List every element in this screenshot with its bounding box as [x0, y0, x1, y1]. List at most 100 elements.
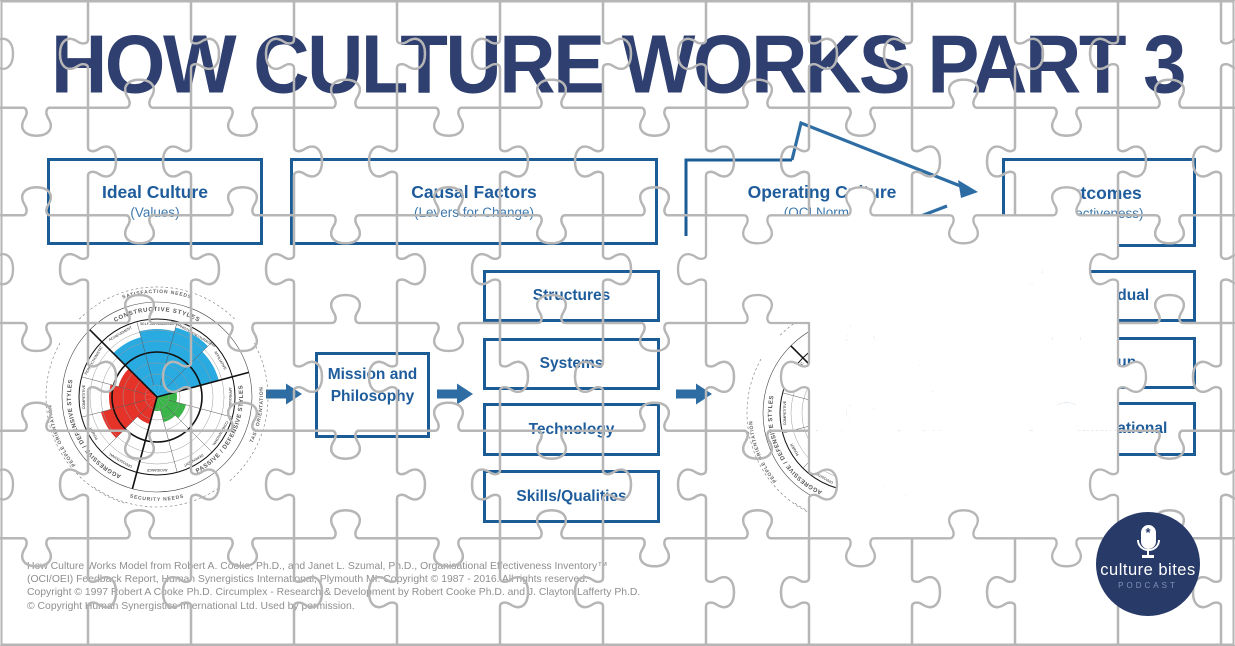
- operating-culture-subtitle: (OCI Norms): [783, 204, 861, 220]
- arrow-mission-to-levers: [437, 383, 473, 405]
- svg-text:SECURITY NEEDS: SECURITY NEEDS: [830, 509, 886, 519]
- missing-puzzle-piece: [884, 430, 1043, 539]
- puzzle-piece-outline: [779, 537, 942, 646]
- svg-text:COMPETITIVE: COMPETITIVE: [82, 384, 86, 409]
- svg-text:APPROVAL: APPROVAL: [929, 403, 933, 422]
- structures-label: Structures: [532, 287, 611, 305]
- copyright-line-2: (OCI/OEI) Feedback Report, Human Synergi…: [27, 574, 588, 586]
- outcomes-title: Outcomes: [1056, 182, 1142, 203]
- microphone-icon: *: [1140, 525, 1156, 549]
- svg-text:SATISFACTION NEEDS: SATISFACTION NEEDS: [122, 289, 193, 301]
- puzzle-piece-outline: [1219, 429, 1235, 540]
- svg-text:CONVENTIONAL: CONVENTIONAL: [912, 436, 930, 463]
- arrow-levers-to-operating: [676, 383, 712, 405]
- svg-text:SELF-ACTUALIZING: SELF-ACTUALIZING: [140, 322, 174, 326]
- copyright-text: How Culture Works Model from Robert A. C…: [27, 560, 640, 613]
- svg-text:HUMANISTIC-ENCOURAGING: HUMANISTIC-ENCOURAGING: [872, 335, 918, 364]
- svg-text:TASK ORIENTATION: TASK ORIENTATION: [249, 386, 265, 444]
- svg-text:PASSIVE / DEFENSIVE STYLES: PASSIVE / DEFENSIVE STYLES: [195, 384, 245, 474]
- page-title: HOW CULTURE WORKS PART 3: [50, 17, 1187, 111]
- svg-text:APPROVAL: APPROVAL: [228, 387, 232, 406]
- ideal-culture-circumplex: HUMANISTIC-ENCOURAGING AFFILIATIVE APPROVA…: [45, 286, 269, 508]
- svg-text:POWER: POWER: [789, 442, 799, 456]
- svg-text:AGGRESSIVE / DEFENSIVE STYLES: AGGRESSIVE / DEFENSIVE STYLES: [768, 395, 823, 495]
- box-skills-qualities: Skills/Qualities: [483, 470, 660, 523]
- causal-factors-title: Causal Factors: [411, 181, 537, 202]
- logo-subtitle: PODCAST: [1118, 580, 1178, 590]
- operating-culture-circumplex: HUMANISTIC-ENCOURAGINGAFFILIATIVEAPPROVA…: [746, 302, 970, 524]
- technology-label: Technology: [528, 420, 615, 438]
- box-group: Group: [1030, 337, 1196, 389]
- puzzle-piece-outline: [704, 293, 811, 460]
- svg-text:PEOPLE ORIENTATION: PEOPLE ORIENTATION: [47, 404, 77, 467]
- box-outcomes: Outcomes (Effectiveness): [1002, 158, 1196, 247]
- puzzle-piece-outline: [1191, 537, 1235, 646]
- culture-bites-logo: * culture bites PODCAST: [1096, 512, 1200, 616]
- svg-text:SELF-ACTUALIZING: SELF-ACTUALIZING: [841, 338, 875, 342]
- operating-culture-title: Operating Culture: [747, 181, 897, 202]
- svg-text:AFFILIATIVE: AFFILIATIVE: [213, 350, 227, 371]
- mission-philosophy-label: Mission and Philosophy: [327, 365, 418, 405]
- box-operating-culture: Operating Culture (OCI Norms): [686, 158, 958, 245]
- puzzle-piece-outline: [704, 509, 811, 646]
- svg-text:TASK ORIENTATION: TASK ORIENTATION: [950, 402, 966, 460]
- svg-text:POWER: POWER: [88, 426, 98, 440]
- svg-text:PEOPLE ORIENTATION: PEOPLE ORIENTATION: [748, 420, 778, 483]
- copyright-line-1: How Culture Works Model from Robert A. C…: [27, 561, 608, 572]
- puzzle-piece-outline: [910, 509, 1017, 646]
- puzzle-piece-outline: [1191, 106, 1235, 217]
- box-causal-factors: Causal Factors (Levers for Change): [290, 158, 658, 245]
- missing-puzzle-piece: [809, 402, 912, 567]
- box-individual: Individual: [1030, 270, 1196, 322]
- copyright-line-4: © Copyright Human Synergistics Internati…: [27, 600, 355, 612]
- box-mission-philosophy: Mission and Philosophy: [315, 352, 430, 438]
- svg-text:AVOIDANCE: AVOIDANCE: [146, 468, 168, 472]
- svg-text:OPPOSITIONAL: OPPOSITIONAL: [108, 452, 133, 469]
- outcomes-subtitle: (Effectiveness): [1054, 205, 1144, 221]
- puzzle-piece-outline: [86, 293, 193, 460]
- svg-text:PASSIVE / DEFENSIVE STYLES: PASSIVE / DEFENSIVE STYLES: [896, 400, 946, 490]
- svg-text:CONSTRUCTIVE STYLES: CONSTRUCTIVE STYLES: [113, 307, 201, 324]
- svg-text:SATISFACTION NEEDS: SATISFACTION NEEDS: [823, 305, 894, 317]
- puzzle-piece-outline: [264, 429, 427, 540]
- svg-text:HUMANISTIC-ENCOURAGING: HUMANISTIC-ENCOURAGING: [171, 319, 217, 348]
- box-technology: Technology: [483, 403, 660, 456]
- group-label: Group: [1089, 354, 1137, 372]
- puzzle-piece-outline: [161, 321, 324, 432]
- svg-text:ACHIEVEMENT: ACHIEVEMENT: [809, 341, 834, 358]
- arrow-circumplex-to-mission: [266, 383, 302, 405]
- ideal-culture-title: Ideal Culture: [102, 181, 208, 202]
- individual-label: Individual: [1076, 287, 1150, 305]
- svg-text:PERFECTIONISTIC: PERFECTIONISTIC: [785, 361, 805, 391]
- microphone-base: [1142, 555, 1154, 558]
- systems-label: Systems: [539, 355, 604, 373]
- logo-name: culture bites: [1100, 560, 1196, 579]
- svg-text:ACHIEVEMENT: ACHIEVEMENT: [108, 325, 133, 342]
- organisational-label: Organisational: [1058, 420, 1168, 438]
- puzzle-piece-outline: [0, 401, 90, 568]
- missing-puzzle-piece: [781, 323, 940, 431]
- puzzle-piece-outline: [58, 429, 221, 540]
- svg-text:COMPETITIVE: COMPETITIVE: [783, 400, 787, 425]
- svg-text:CONVENTIONAL: CONVENTIONAL: [211, 420, 229, 447]
- puzzle-piece-outline: [189, 401, 296, 568]
- microphone-asterisk: *: [1145, 525, 1151, 540]
- svg-text:SECURITY NEEDS: SECURITY NEEDS: [129, 493, 185, 503]
- svg-text:CONSTRUCTIVE STYLES: CONSTRUCTIVE STYLES: [814, 323, 902, 340]
- svg-text:AVOIDANCE: AVOIDANCE: [847, 484, 869, 488]
- causal-factors-subtitle: (Levers for Change): [413, 204, 535, 220]
- lifted-piece-arrowhead: [958, 180, 978, 198]
- box-structures: Structures: [483, 270, 660, 322]
- svg-text:AGGRESSIVE / DEFENSIVE STYLES: AGGRESSIVE / DEFENSIVE STYLES: [67, 379, 122, 479]
- puzzle-piece-outline: [676, 429, 839, 540]
- copyright-line-3: Copyright © 1997 Robert A Cooke Ph.D. Ci…: [27, 587, 641, 599]
- svg-text:PERFECTIONISTIC: PERFECTIONISTIC: [84, 345, 104, 375]
- svg-text:DEPENDENT: DEPENDENT: [883, 469, 905, 484]
- puzzle-piece-outline: [1219, 214, 1235, 325]
- skills-qualities-label: Skills/Qualities: [516, 487, 627, 505]
- ideal-culture-subtitle: (Values): [130, 204, 180, 220]
- svg-text:DEPENDENT: DEPENDENT: [182, 453, 204, 468]
- puzzle-piece-outline: [1191, 321, 1235, 432]
- box-ideal-culture: Ideal Culture (Values): [47, 158, 263, 245]
